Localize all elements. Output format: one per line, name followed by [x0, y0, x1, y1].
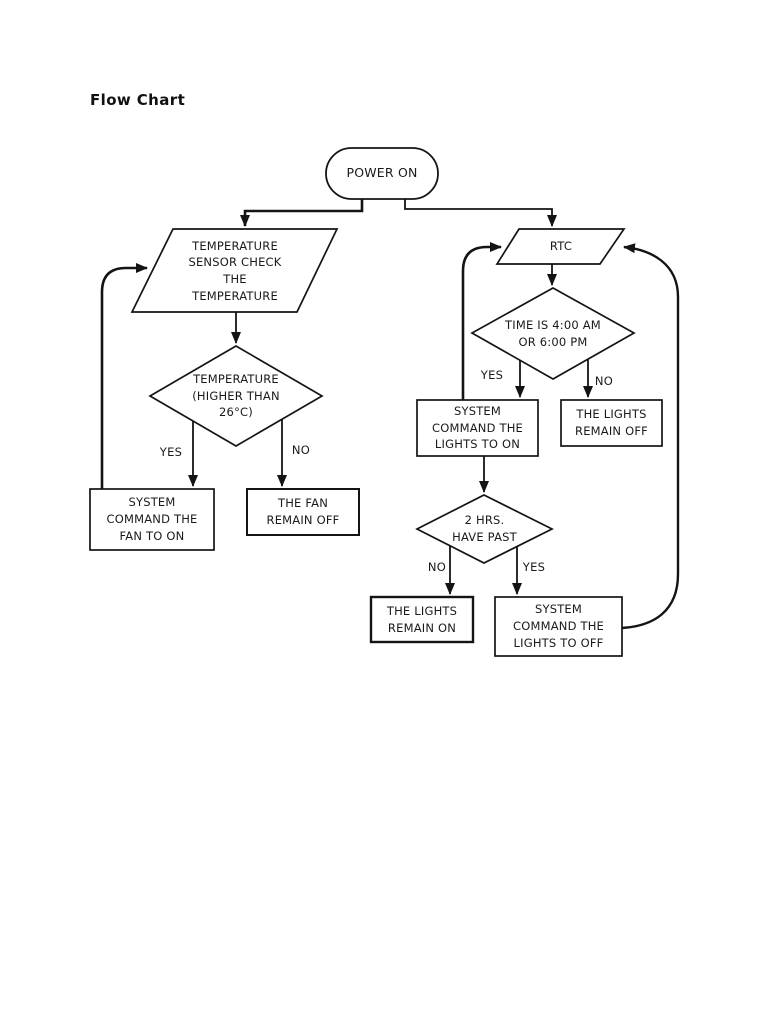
page-title: Flow Chart [90, 91, 186, 109]
node-fan-off: THE FAN REMAIN OFF [266, 496, 340, 527]
edge-label-hrs-no: NO [427, 560, 447, 574]
lights-remain-off-process-shape [560, 399, 663, 447]
node-lights-to-off: SYSTEM COMMAND THE LIGHTS TO OFF [512, 602, 605, 650]
connector-poweron-to-tempsensor [240, 199, 364, 227]
connector-fanon-feedback-to-tempsensor [100, 263, 148, 489]
node-lights-on: SYSTEM COMMAND THE LIGHTS TO ON [431, 403, 524, 452]
lights-to-off-process-shape [494, 596, 623, 657]
edge-label-temp-no: NO [291, 443, 311, 457]
node-two-hrs: 2 HRS. HAVE PAST [452, 513, 517, 544]
node-fan-on: SYSTEM COMMAND THE FAN TO ON [106, 495, 198, 543]
connector-poweron-to-rtc [404, 199, 557, 227]
temp-sensor-parallelogram-shape [130, 228, 339, 313]
edge-label-time-no: NO [594, 374, 614, 388]
time-check-diamond-shape [470, 287, 636, 380]
connector-lightstooff-feedback-to-rtc [621, 243, 680, 630]
edge-label-time-yes: YES [480, 368, 504, 382]
node-time-check: TIME IS 4:00 AM OR 6:00 PM [505, 317, 601, 349]
node-lights-remain-on: THE LIGHTS REMAIN ON [386, 603, 458, 635]
node-temp-check: TEMPERATURE (HIGHER THAN 26°C) [192, 371, 280, 420]
edge-label-temp-yes: YES [159, 445, 183, 459]
node-power-on: POWER ON [346, 165, 418, 181]
lights-remain-on-process-shape [369, 595, 475, 644]
node-temp-sensor: TEMPERATURE SENSOR CHECK THE TEMPERATURE [188, 238, 282, 303]
node-rtc: RTC [549, 239, 573, 254]
rtc-parallelogram-shape [495, 228, 626, 265]
fan-on-process-shape [89, 488, 215, 551]
power-on-terminator-shape [325, 147, 439, 200]
connector-lightson-feedback-to-rtc [461, 242, 502, 400]
fan-off-process-shape [246, 488, 360, 536]
node-lights-remain-off: THE LIGHTS REMAIN OFF [575, 407, 648, 438]
lights-on-process-shape [416, 399, 539, 457]
edge-label-hrs-yes: YES [522, 560, 546, 574]
